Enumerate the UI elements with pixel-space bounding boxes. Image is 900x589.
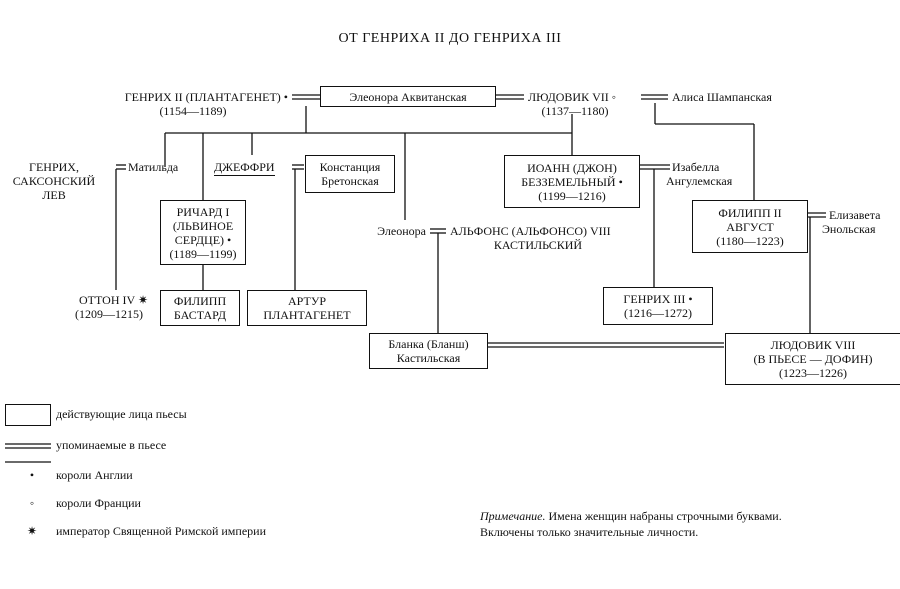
legend-dot-icon: • (29, 468, 35, 482)
person-henry-lion-l1: ГЕНРИХ, (29, 160, 79, 174)
person-louis-vii: ЛЮДОВИК VII ◦ (528, 90, 617, 104)
note-label: Примечание. (480, 509, 546, 523)
person-henry-iii: ГЕНРИХ III • (1216—1272) (603, 287, 713, 325)
legend-emperor: император Священной Римской империи (56, 524, 266, 538)
person-isabella-l1: Изабелла (672, 160, 720, 174)
person-blanche-castile: Бланка (Бланш) Кастильская (369, 333, 488, 369)
blanche-name-l2: Кастильская (396, 351, 461, 365)
eleanor-aquitaine-name: Элеонора Аквитанская (349, 89, 467, 104)
richard-name-l3: СЕРДЦЕ) • (174, 232, 232, 247)
legend-mentioned: упоминаемые в пьесе (56, 438, 167, 452)
louis-viii-name-l2: (В ПЬЕСЕ — ДОФИН) (753, 352, 873, 366)
philip-bastard-name-l1: ФИЛИПП (173, 294, 227, 308)
person-eleanor: Элеонора (377, 224, 426, 238)
arthur-name-l1: АРТУР (288, 294, 326, 308)
footnote: Примечание. Имена женщин набраны строчны… (480, 508, 782, 540)
richard-years: (1189—1199) (169, 246, 237, 261)
blanche-name-l1: Бланка (Бланш) (388, 337, 469, 351)
legend-kings-france: короли Франции (56, 496, 141, 510)
legend-circle-icon: ◦ (29, 496, 35, 510)
person-matilda: Матильда (128, 160, 179, 174)
person-henry-ii: ГЕНРИХ II (ПЛАНТАГЕНЕТ) • (124, 90, 288, 104)
person-richard-i: РИЧАРД I (ЛЬВИНОЕ СЕРДЦЕ) • (1189—1199) (160, 200, 246, 265)
note-line2: Включены только значительные личности. (480, 525, 699, 539)
philip-ii-years: (1180—1223) (716, 233, 784, 248)
person-eleanor-aquitaine: Элеонора Аквитанская (320, 86, 496, 107)
john-name-l1: ИОАНН (ДЖОН) (527, 160, 617, 175)
richard-name-l1: РИЧАРД I (176, 204, 230, 219)
otto-iv-years: (1209—1215) (75, 307, 143, 321)
person-otto-iv: ОТТОН IV ✷ (79, 293, 148, 307)
philip-ii-name-l1: ФИЛИПП II (718, 205, 782, 220)
person-john-lackland: ИОАНН (ДЖОН) БЕЗЗЕМЕЛЬНЫЙ • (1199—1216) (504, 155, 640, 208)
legend-characters: действующие лица пьесы (56, 407, 187, 421)
person-alfonso-l1: АЛЬФОНС (АЛЬФОНСО) VIII (450, 224, 611, 238)
descent-lines (115, 103, 811, 333)
person-philip-bastard: ФИЛИПП БАСТАРД (160, 290, 240, 326)
philip-ii-name-l2: АВГУСТ (726, 219, 774, 234)
person-geoffrey: ДЖЕФФРИ (214, 160, 275, 176)
philip-bastard-name-l2: БАСТАРД (173, 308, 227, 322)
louis-viii-name-l1: ЛЮДОВИК VIII (770, 338, 856, 352)
henry-iii-years: (1216—1272) (624, 306, 692, 320)
john-name-l2: БЕЗЗЕМЕЛЬНЫЙ • (521, 174, 623, 189)
henry-iii-name: ГЕНРИХ III • (623, 292, 693, 306)
john-years: (1199—1216) (538, 188, 606, 203)
person-henry-lion-l3: ЛЕВ (42, 188, 66, 202)
legend-star-icon: ✷ (26, 524, 38, 538)
legend-box-sample (5, 404, 51, 426)
legend-kings-england: короли Англии (56, 468, 133, 482)
person-arthur-plantagenet: АРТУР ПЛАНТАГЕНЕТ (247, 290, 367, 326)
louis-vii-years: (1137—1180) (541, 104, 609, 118)
note-line1: Имена женщин набраны строчными буквами. (548, 509, 782, 523)
richard-name-l2: (ЛЬВИНОЕ (172, 218, 234, 233)
louis-viii-years: (1223—1226) (779, 366, 847, 380)
person-henry-lion-l2: САКСОНСКИЙ (12, 174, 96, 188)
diagram-title: ОТ ГЕНРИХА II ДО ГЕНРИХА III (338, 31, 562, 46)
arthur-name-l2: ПЛАНТАГЕНЕТ (263, 308, 351, 322)
person-louis-viii: ЛЮДОВИК VIII (В ПЬЕСЕ — ДОФИН) (1223—122… (725, 333, 900, 385)
person-philip-ii: ФИЛИПП II АВГУСТ (1180—1223) (692, 200, 808, 253)
person-isabella-l2: Ангулемская (666, 174, 733, 188)
person-elizabeth-l1: Елизавета (829, 208, 881, 222)
henry-ii-years: (1154—1189) (159, 104, 227, 118)
constance-name-l1: Констанция (319, 160, 381, 174)
constance-name-l2: Бретонская (321, 174, 379, 188)
person-alice-champagne: Алиса Шампанская (672, 90, 772, 104)
marriage-lines (116, 94, 826, 348)
person-elizabeth-l2: Энольская (822, 222, 876, 236)
person-constance-brittany: Констанция Бретонская (305, 155, 395, 193)
person-alfonso-l2: КАСТИЛЬСКИЙ (493, 238, 583, 252)
